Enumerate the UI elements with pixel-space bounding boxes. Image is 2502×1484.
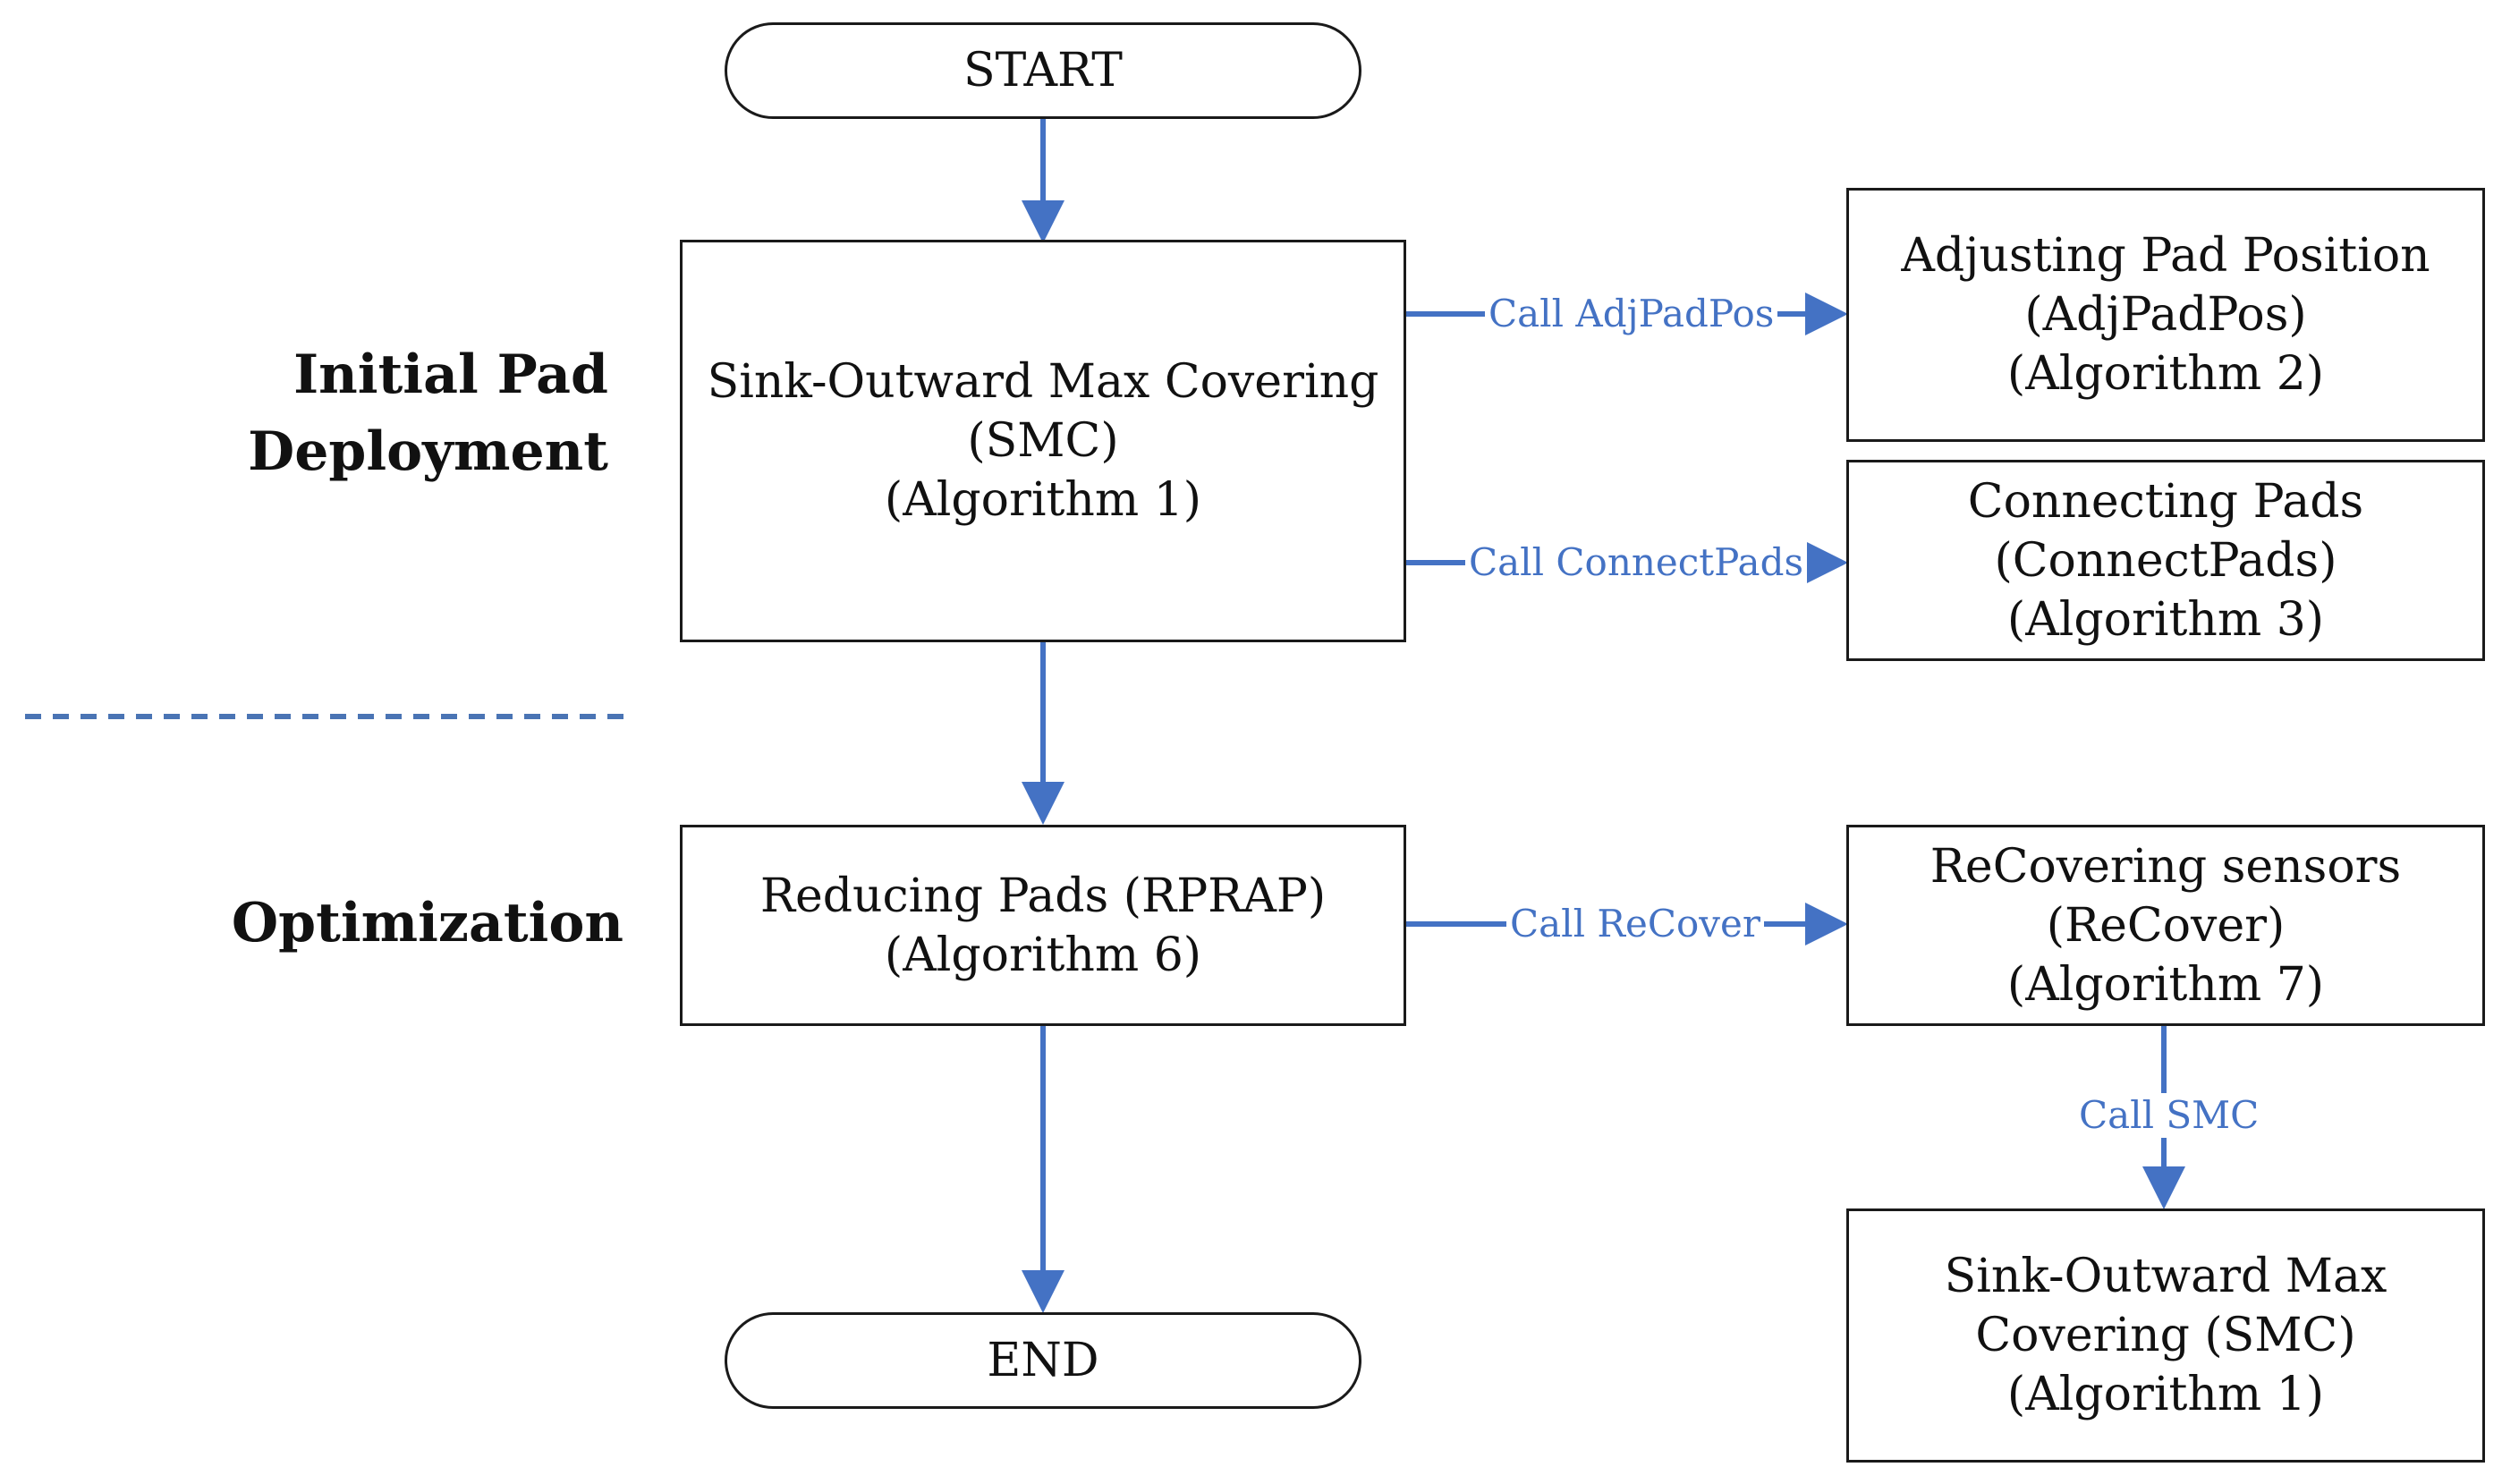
recover-box: ReCovering sensors (ReCover) (Algorithm … — [1846, 825, 2485, 1026]
smc-secondary-box: Sink-Outward Max Covering (SMC) (Algorit… — [1846, 1208, 2485, 1463]
smc-secondary-line2: Covering (SMC) — [1975, 1309, 2356, 1362]
end-label: END — [987, 1334, 1099, 1387]
rprap-algorithm: (Algorithm 6) — [884, 928, 1202, 982]
smc-secondary-line1: Sink-Outward Max — [1944, 1250, 2388, 1303]
adjpadpos-box: Adjusting Pad Position (AdjPadPos) (Algo… — [1846, 188, 2485, 442]
call-smc-label: Call SMC — [2075, 1093, 2263, 1138]
call-recover-label: Call ReCover — [1506, 902, 1764, 946]
smc-box: Sink-Outward Max Covering (SMC) (Algorit… — [680, 240, 1406, 642]
call-adjpadpos-label: Call AdjPadPos — [1485, 292, 1778, 336]
connectpads-title: Connecting Pads — [1967, 474, 2364, 529]
recover-algorithm: (Algorithm 7) — [2006, 957, 2325, 1012]
call-connectpads-label: Call ConnectPads — [1465, 540, 1808, 585]
rprap-box: Reducing Pads (RPRAP) (Algorithm 6) — [680, 825, 1406, 1026]
smc-secondary-algorithm: (Algorithm 1) — [2006, 1368, 2325, 1421]
adjpadpos-algorithm: (Algorithm 2) — [2006, 347, 2325, 401]
connectpads-abbrev: (ConnectPads) — [1994, 533, 2337, 588]
phase-label-optimization: Optimization — [231, 892, 623, 954]
phase-label-initial-line2: Deployment — [248, 420, 608, 483]
smc-algorithm: (Algorithm 1) — [884, 473, 1202, 527]
smc-abbrev: (SMC) — [967, 414, 1119, 468]
connectpads-algorithm: (Algorithm 3) — [2006, 592, 2325, 647]
start-node: START — [725, 22, 1361, 119]
recover-abbrev: (ReCover) — [2046, 898, 2286, 953]
phase-label-initial: Initial Pad Deployment — [248, 336, 608, 490]
recover-title: ReCovering sensors — [1930, 839, 2402, 894]
adjpadpos-abbrev: (AdjPadPos) — [2024, 288, 2307, 342]
connectpads-box: Connecting Pads (ConnectPads) (Algorithm… — [1846, 460, 2485, 661]
adjpadpos-title: Adjusting Pad Position — [1901, 229, 2430, 283]
end-node: END — [725, 1312, 1361, 1409]
start-label: START — [963, 44, 1123, 98]
phase-label-initial-line1: Initial Pad — [293, 343, 608, 406]
smc-title: Sink-Outward Max Covering — [707, 355, 1379, 409]
rprap-title: Reducing Pads (RPRAP) — [759, 869, 1327, 923]
